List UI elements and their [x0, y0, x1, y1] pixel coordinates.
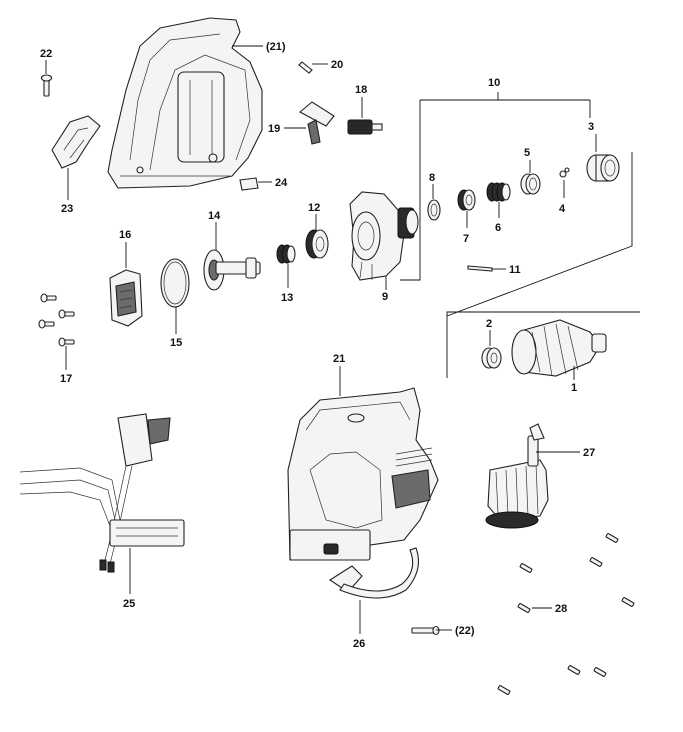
fan-shaft-14-part	[203, 249, 261, 291]
collar-3-part	[586, 154, 620, 182]
label-13: 13	[281, 292, 293, 304]
label-26: 26	[353, 638, 365, 650]
block-24-part	[239, 177, 259, 191]
label-15: 15	[170, 337, 182, 349]
label-5: 5	[524, 147, 530, 159]
spring-6-part	[486, 182, 511, 202]
label-19: 19	[268, 123, 280, 135]
label-6: 6	[495, 222, 501, 234]
label-4: 4	[559, 203, 566, 215]
label-3: 3	[588, 121, 594, 133]
label-18: 18	[355, 84, 367, 96]
screws-28-part	[497, 533, 635, 695]
label-7: 7	[463, 233, 469, 245]
nose-cone-1-part	[511, 319, 607, 377]
label-17: 17	[60, 373, 72, 385]
spring-13-part	[276, 244, 296, 264]
label-22-parenthesized: (22)	[455, 625, 475, 637]
label-2: 2	[486, 318, 492, 330]
pin-20-part	[298, 61, 313, 74]
label-11: 11	[509, 264, 521, 276]
bracket-1-2	[446, 152, 640, 378]
label-14: 14	[208, 210, 221, 222]
housing-half-right-part	[287, 387, 439, 561]
label-16: 16	[119, 229, 131, 241]
label-28: 28	[555, 603, 567, 615]
ball-4-part	[559, 167, 570, 178]
bearing-12-part	[305, 229, 329, 259]
label-1: 1	[571, 382, 577, 394]
clip-23-part	[51, 115, 101, 169]
belt-hook-26-part	[328, 547, 419, 599]
label-12: 12	[308, 202, 320, 214]
label-23: 23	[61, 203, 73, 215]
ring-5-part	[520, 173, 541, 195]
washer-8-part	[427, 199, 441, 221]
label-22: 22	[40, 48, 52, 60]
label-24: 24	[275, 177, 288, 189]
label-21: 21	[333, 353, 345, 365]
screw-22-part	[40, 74, 53, 97]
label-21-parenthesized: (21)	[266, 41, 286, 53]
bearing-7-part	[457, 189, 476, 211]
label-9: 9	[382, 291, 388, 303]
label-27: 27	[583, 447, 595, 459]
gear-housing-9-part	[349, 191, 419, 281]
label-20: 20	[331, 59, 343, 71]
screw-22-lower-part	[411, 625, 440, 636]
armature-27-part	[485, 423, 549, 529]
bracket-10	[400, 92, 591, 281]
switch-harness-25-part	[19, 413, 185, 573]
label-8: 8	[429, 172, 435, 184]
oring-15-part	[160, 258, 190, 308]
screws-17-part	[38, 293, 75, 347]
housing-half-left-part	[107, 17, 263, 189]
trigger-19-part	[299, 101, 335, 145]
washer-2-part	[481, 347, 502, 369]
module-16-part	[109, 269, 143, 327]
label-25: 25	[123, 598, 135, 610]
slider-18-part	[347, 119, 383, 135]
label-10: 10	[488, 77, 500, 89]
pin-11-part	[467, 265, 493, 272]
